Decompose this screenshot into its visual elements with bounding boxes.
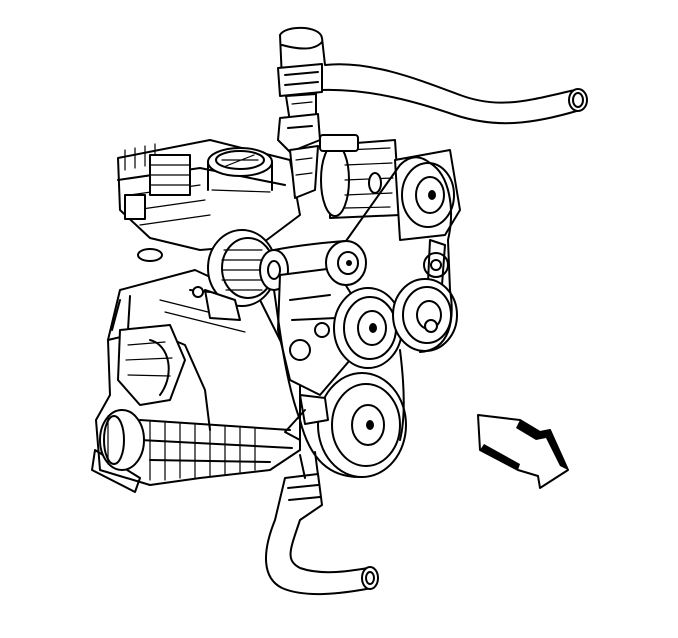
generator [189,229,289,321]
drive-belt [273,156,453,479]
throttle-body [207,147,273,193]
exhaust-manifold [117,324,186,406]
lower-radiator-hose [265,451,379,596]
power-steering-pulley [392,278,458,352]
crankshaft-balancer [317,372,407,478]
front-direction-arrow [477,414,569,489]
engine-block [91,269,301,493]
upper-radiator-hose [277,26,588,199]
oil-filter [99,409,145,471]
ac-compressor [319,134,401,219]
crank-sensor [284,394,329,441]
water-pump-pulley [333,287,403,369]
idler-pulley [325,240,367,286]
accessory-pulley-upper [394,149,461,241]
